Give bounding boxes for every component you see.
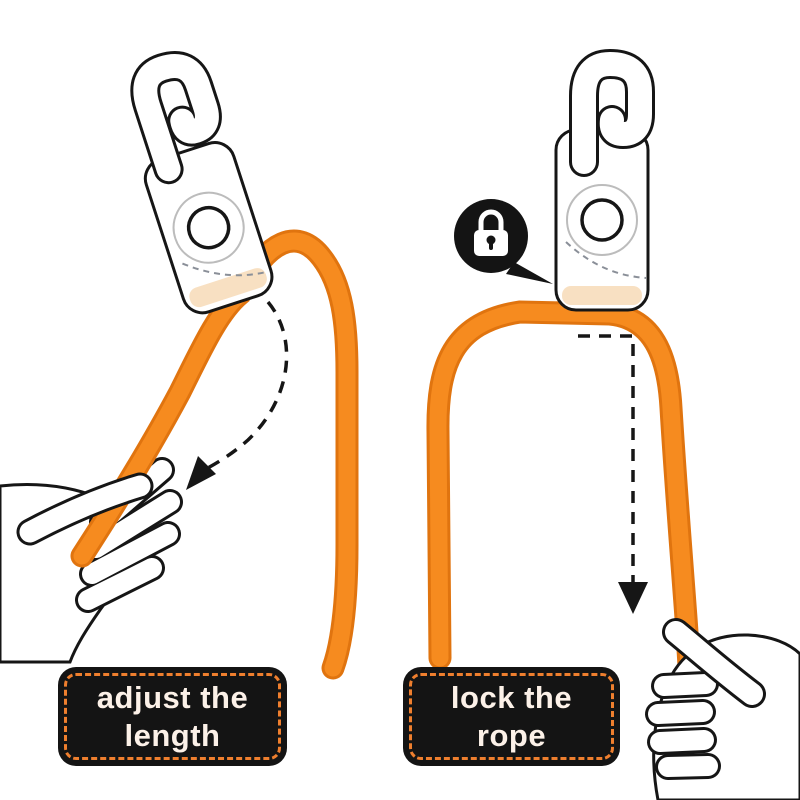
left-hand-fingers [75, 457, 183, 613]
right-hook-clip [554, 49, 655, 312]
padlock-shackle [478, 209, 504, 233]
left-motion-arrow [186, 300, 289, 490]
left-clip-rope-shade [189, 268, 267, 308]
left-hook-clip [130, 51, 274, 315]
right-hand [645, 633, 800, 800]
left-rope [70, 229, 359, 680]
right-clip-hole [580, 198, 624, 242]
right-hand-fingers [645, 671, 721, 780]
right-motion-arrow [578, 334, 648, 614]
caption-adjust-line2: length [124, 717, 221, 753]
left-clip-hidden-rope-path [182, 262, 268, 277]
left-clip-hole [186, 205, 231, 250]
left-arrowhead [186, 456, 216, 490]
right-hand-thumb [662, 618, 766, 708]
left-hand-thumb [16, 472, 154, 546]
right-clip-hidden-rope-path [565, 241, 647, 279]
right-clip-rope-shade [562, 286, 642, 305]
right-arrowhead [618, 582, 648, 614]
lock-icon [454, 199, 553, 284]
padlock-keyhole [486, 235, 496, 245]
caption-adjust-length: adjust the length [58, 667, 287, 766]
caption-lock-line2: rope [476, 717, 547, 753]
caption-lock-rope: lock the rope [403, 667, 620, 766]
caption-lock-line1: lock the [450, 679, 573, 715]
caption-adjust-line1: adjust the [96, 679, 249, 715]
